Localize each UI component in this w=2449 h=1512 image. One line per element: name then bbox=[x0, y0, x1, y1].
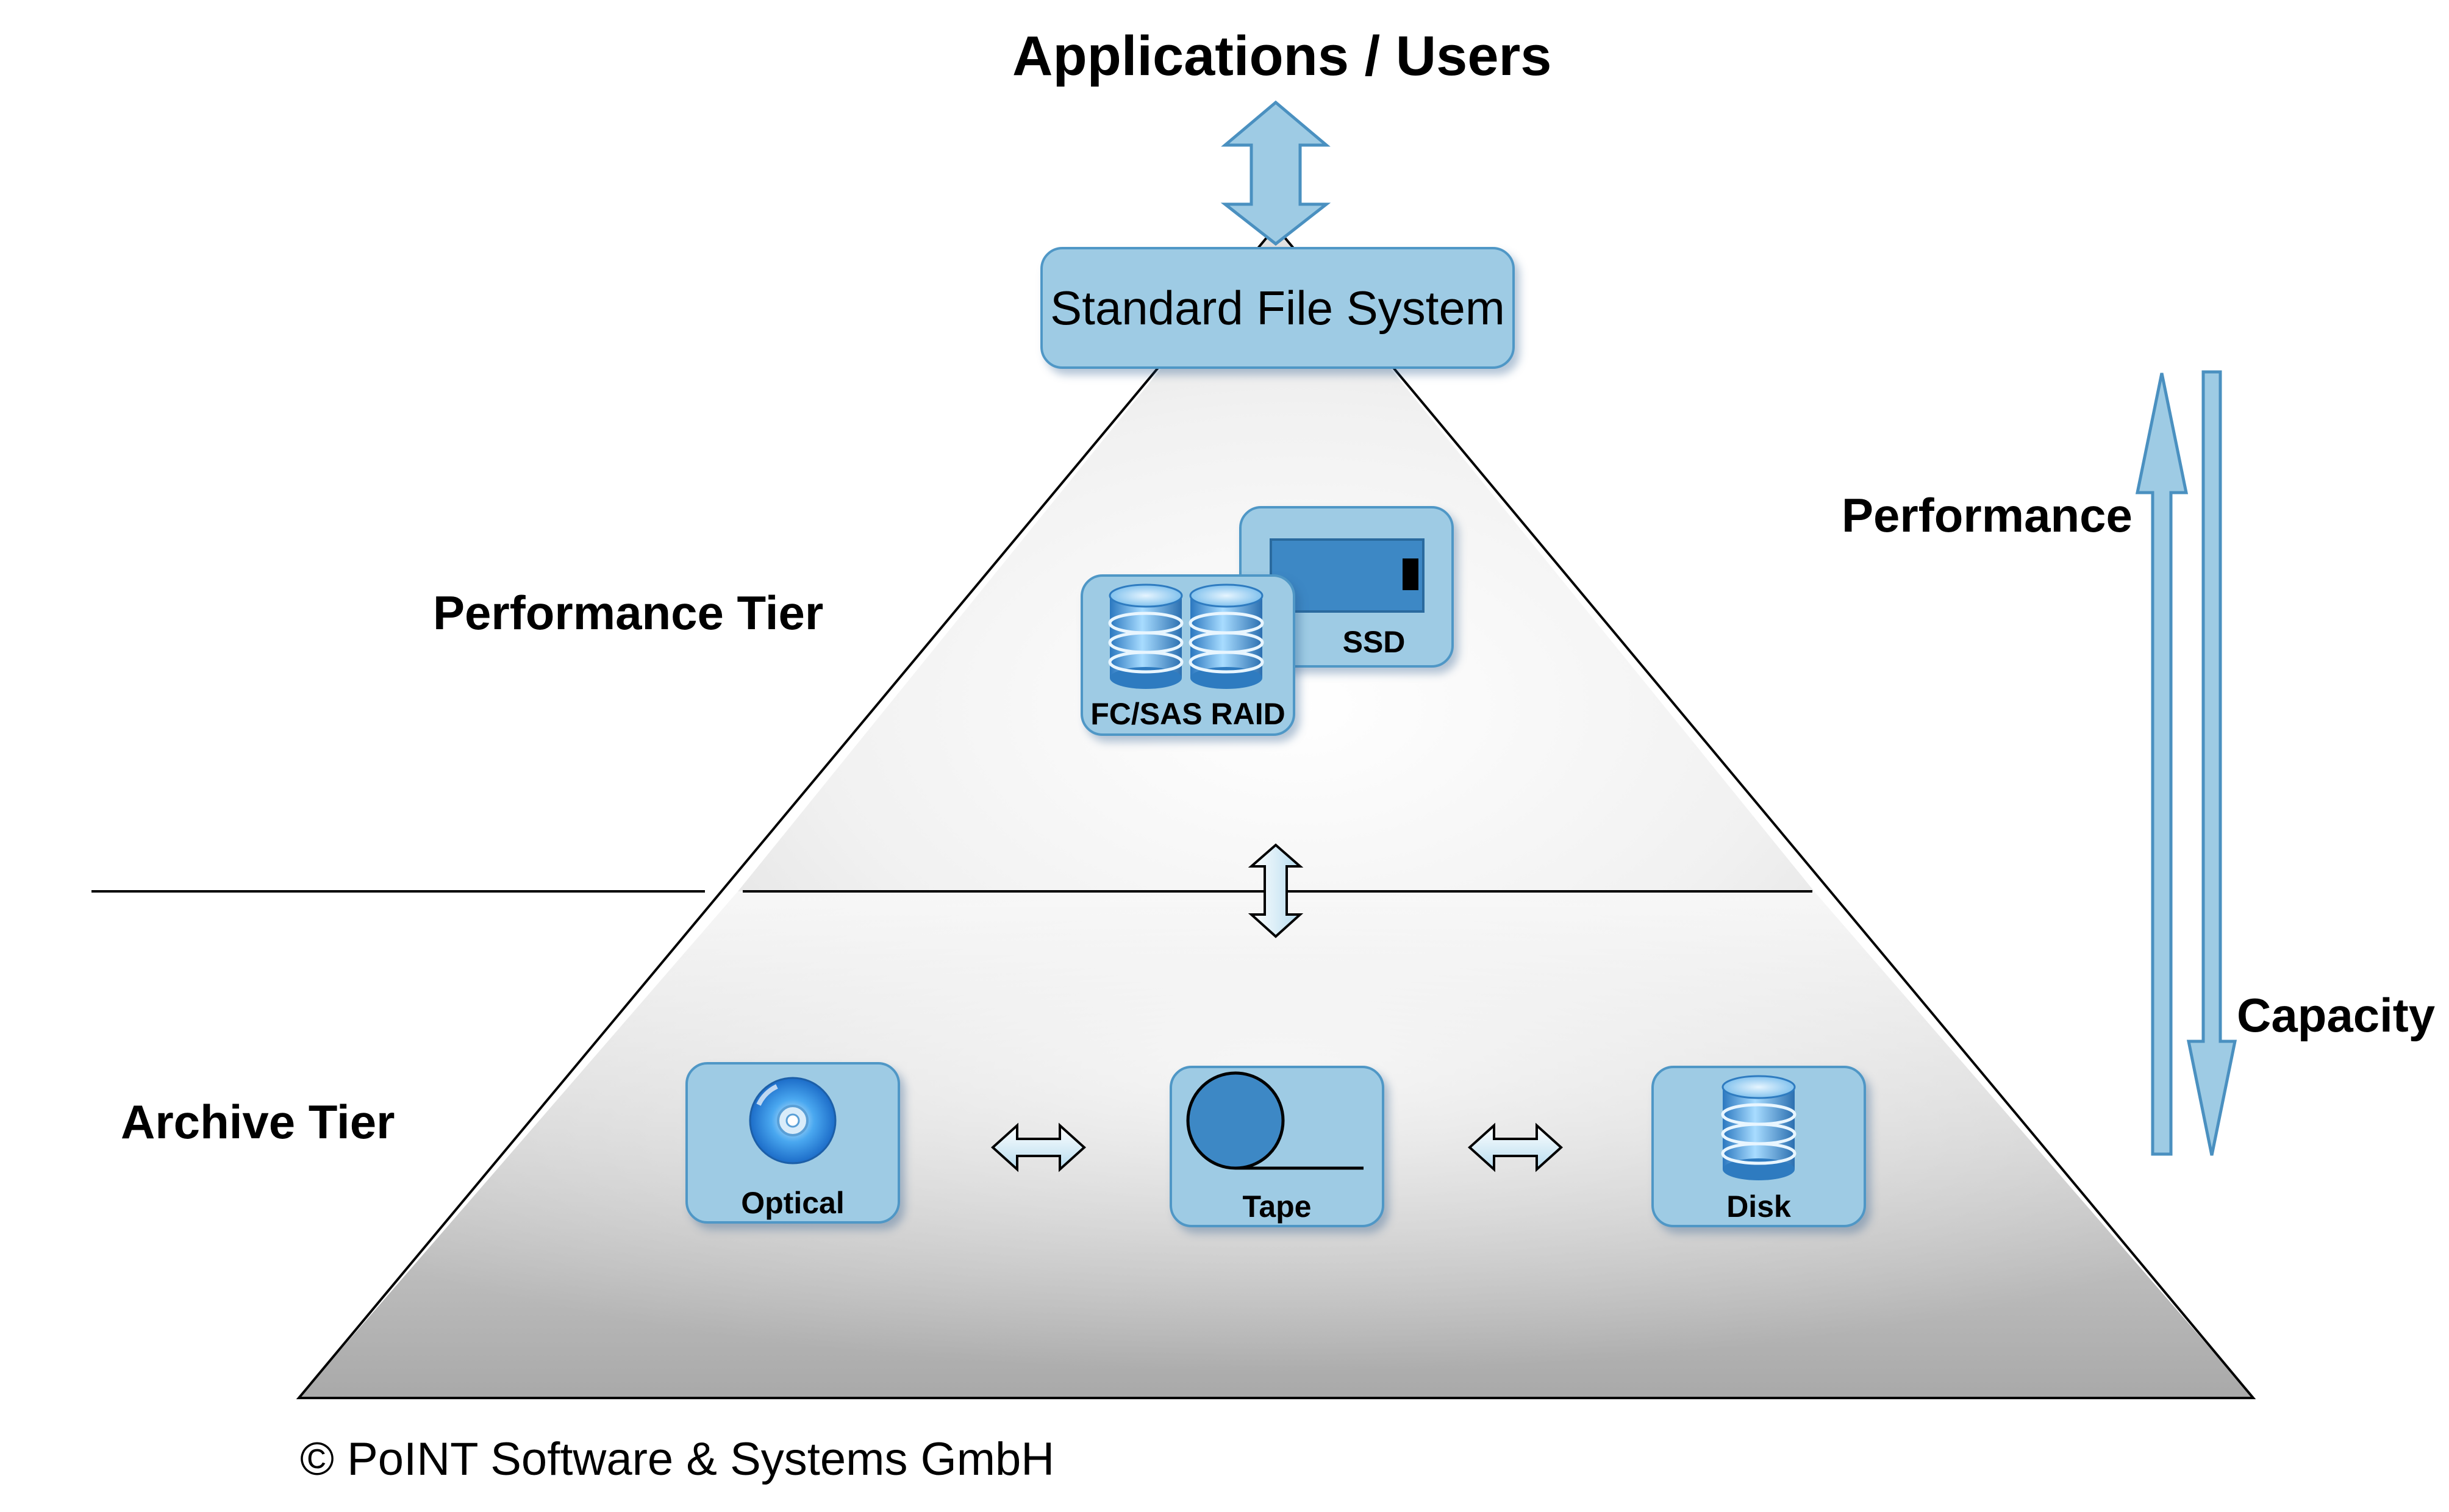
optical-tape-arrow-icon bbox=[991, 1122, 1086, 1172]
capacity-axis-label: Capacity bbox=[2237, 988, 2436, 1042]
disk-label: Disk bbox=[1726, 1189, 1791, 1224]
ssd-icon bbox=[1270, 538, 1425, 613]
applications-users-title: Applications / Users bbox=[1012, 25, 1552, 87]
copyright-notice: © PoINT Software & Systems GmbH bbox=[300, 1433, 1055, 1485]
pyramid-outline bbox=[296, 226, 2256, 1399]
raid-disk-right-icon bbox=[1189, 583, 1264, 689]
apps-filesystem-arrow-icon bbox=[1220, 100, 1331, 246]
tape-reel-icon bbox=[1186, 1071, 1364, 1170]
optical-disc-icon bbox=[749, 1077, 837, 1164]
raid-label: FC/SAS RAID bbox=[1090, 697, 1285, 731]
raid-disks-icon bbox=[1108, 583, 1264, 689]
standard-file-system-box[interactable]: Standard File System bbox=[1040, 247, 1515, 369]
optical-label: Optical bbox=[741, 1186, 845, 1220]
performance-axis-label: Performance bbox=[1842, 488, 2133, 542]
raid-disk-left-icon bbox=[1108, 583, 1184, 689]
standard-file-system-label: Standard File System bbox=[1050, 280, 1505, 335]
optical-device-box[interactable]: Optical bbox=[685, 1062, 900, 1224]
tape-disk-arrow-icon bbox=[1468, 1122, 1563, 1172]
archive-tier-label: Archive Tier bbox=[121, 1095, 395, 1149]
tier-transfer-arrow-icon bbox=[1248, 843, 1304, 938]
disk-device-box[interactable]: Disk bbox=[1651, 1066, 1866, 1227]
disk-icon bbox=[1721, 1075, 1797, 1180]
capacity-axis-down-arrow-icon bbox=[2186, 370, 2237, 1156]
performance-axis-up-arrow-icon bbox=[2135, 373, 2189, 1156]
ssd-label: SSD bbox=[1342, 625, 1406, 659]
performance-tier-label: Performance Tier bbox=[433, 586, 824, 640]
tape-label: Tape bbox=[1242, 1189, 1312, 1224]
tape-device-box[interactable]: Tape bbox=[1170, 1066, 1384, 1227]
raid-device-box[interactable]: FC/SAS RAID bbox=[1081, 574, 1295, 736]
